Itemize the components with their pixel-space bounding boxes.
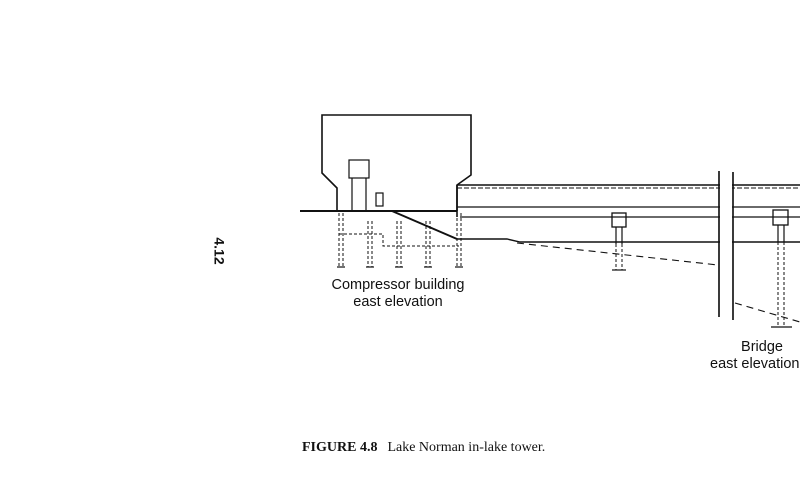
bridge-label-line2: east elevation (710, 356, 799, 372)
figure-label: FIGURE 4.8 (302, 440, 378, 455)
compressor-equipment-stand (351, 178, 367, 211)
figure-caption: FIGURE 4.8 Lake Norman in-lake tower. (302, 440, 545, 456)
compressor-door (375, 192, 384, 207)
bridge-pier-cap-2 (772, 209, 789, 226)
compressor-label-line1: Compressor building (332, 277, 465, 293)
compressor-piles (338, 213, 462, 267)
bridge-pier-cap-1 (611, 212, 627, 228)
compressor-label-line2: east elevation (353, 294, 442, 310)
compressor-building-outline (321, 114, 472, 211)
grade-line (457, 238, 800, 243)
compressor-equipment-box (348, 159, 370, 179)
bridge-label-line1: Bridge (741, 339, 783, 355)
slope-line (391, 210, 458, 240)
figure-caption-text: Lake Norman in-lake tower. (387, 440, 546, 455)
lake-bottom-dashed (516, 242, 719, 266)
